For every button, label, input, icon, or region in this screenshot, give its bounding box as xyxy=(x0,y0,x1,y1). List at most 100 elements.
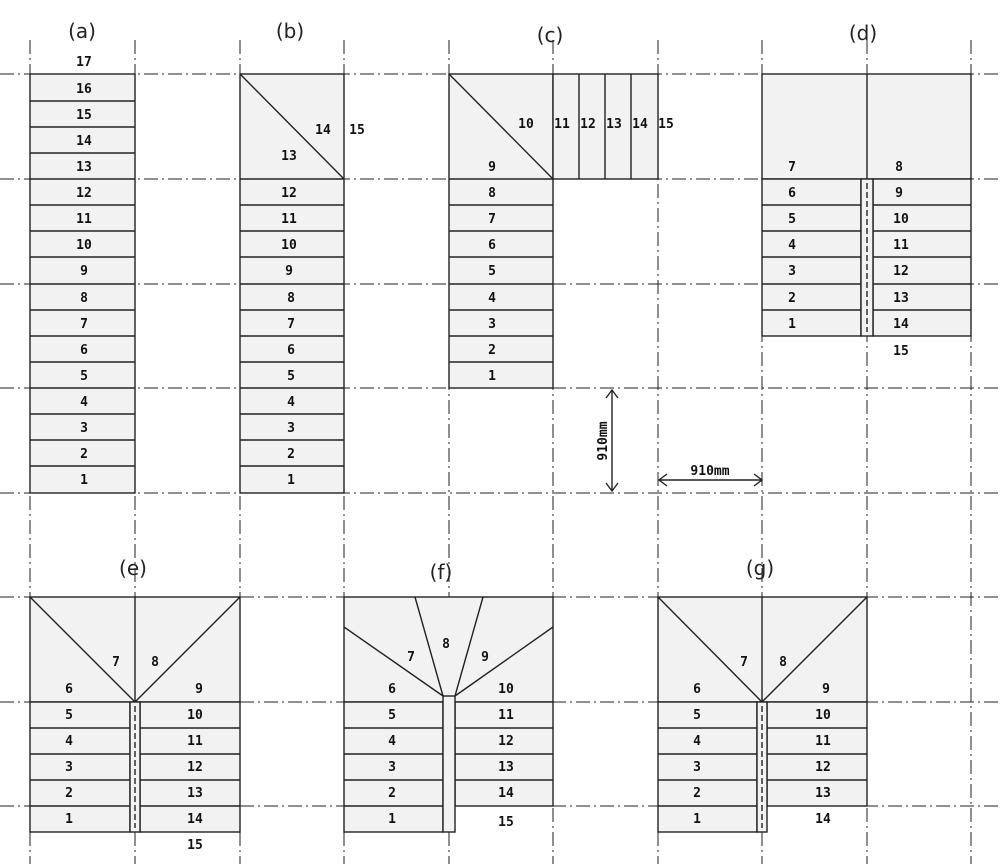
step-number: 5 xyxy=(80,369,88,384)
diagram-label-a: (a) xyxy=(68,19,96,43)
step-number: 14 xyxy=(76,134,92,149)
step-number: 2 xyxy=(65,786,73,801)
step-number: 1 xyxy=(80,473,88,488)
step-number: 12 xyxy=(815,760,831,775)
step-number: 7 xyxy=(287,317,295,332)
step-number: 6 xyxy=(287,343,295,358)
step-number: 8 xyxy=(779,655,787,670)
step-number: 10 xyxy=(893,212,909,227)
step-number: 5 xyxy=(788,212,796,227)
step-number: 3 xyxy=(693,760,701,775)
step-number: 9 xyxy=(895,186,903,201)
step-number: 10 xyxy=(498,682,514,697)
stair-f: (f) 1 2 3 4 5 6 7 8 9 10 11 12 13 14 15 xyxy=(343,560,554,833)
step-number: 13 xyxy=(498,760,514,775)
step-number: 1 xyxy=(287,473,295,488)
step-number: 4 xyxy=(388,734,396,749)
step-number: 9 xyxy=(488,160,496,175)
step-number: 2 xyxy=(388,786,396,801)
step-number: 7 xyxy=(788,160,796,175)
step-number: 2 xyxy=(693,786,701,801)
step-number: 2 xyxy=(488,343,496,358)
step-number: 10 xyxy=(281,238,297,253)
step-number: 3 xyxy=(488,317,496,332)
step-number: 15 xyxy=(658,117,674,132)
step-number: 5 xyxy=(693,708,701,723)
step-number: 5 xyxy=(488,264,496,279)
diagram-label-g: (g) xyxy=(746,556,774,580)
dimension-vertical-label: 910mm xyxy=(596,421,611,460)
step-number: 6 xyxy=(80,343,88,358)
step-number: 14 xyxy=(632,117,648,132)
step-number: 8 xyxy=(442,637,450,652)
step-number: 11 xyxy=(893,238,909,253)
step-number: 4 xyxy=(287,395,295,410)
step-number: 12 xyxy=(893,264,909,279)
step-number: 9 xyxy=(80,264,88,279)
step-number: 4 xyxy=(693,734,701,749)
step-number: 8 xyxy=(151,655,159,670)
step-number: 8 xyxy=(895,160,903,175)
step-number: 4 xyxy=(65,734,73,749)
step-number: 5 xyxy=(388,708,396,723)
step-number: 3 xyxy=(388,760,396,775)
step-number: 6 xyxy=(488,238,496,253)
step-number: 1 xyxy=(388,812,396,827)
step-number: 12 xyxy=(498,734,514,749)
step-number: 11 xyxy=(281,212,297,227)
step-number: 17 xyxy=(76,55,92,70)
step-number: 14 xyxy=(498,786,514,801)
step-number: 12 xyxy=(187,760,203,775)
step-number: 15 xyxy=(893,344,909,359)
step-number: 16 xyxy=(76,82,92,97)
step-number: 13 xyxy=(893,291,909,306)
step-number: 6 xyxy=(65,682,73,697)
step-number: 6 xyxy=(693,682,701,697)
stair-e: (e) 1 2 3 4 5 6 7 8 9 10 11 12 13 14 15 xyxy=(29,556,241,853)
step-number: 2 xyxy=(287,447,295,462)
step-number: 9 xyxy=(822,682,830,697)
step-number: 7 xyxy=(740,655,748,670)
step-number: 9 xyxy=(285,264,293,279)
step-number: 4 xyxy=(80,395,88,410)
stair-g: (g) 1 2 3 4 5 6 7 8 9 10 11 12 13 14 xyxy=(657,556,868,833)
step-number: 7 xyxy=(407,650,415,665)
step-number: 5 xyxy=(65,708,73,723)
step-number: 1 xyxy=(693,812,701,827)
step-number: 11 xyxy=(76,212,92,227)
step-number: 1 xyxy=(488,369,496,384)
stair-b: (b) 1 2 3 4 5 6 7 8 9 10 11 12 13 14 15 xyxy=(239,19,365,494)
step-number: 7 xyxy=(488,212,496,227)
step-number: 4 xyxy=(488,291,496,306)
step-number: 7 xyxy=(80,317,88,332)
step-number: 12 xyxy=(76,186,92,201)
diagram-label-c: (c) xyxy=(537,23,564,47)
step-number: 8 xyxy=(287,291,295,306)
step-number: 13 xyxy=(606,117,622,132)
step-number: 11 xyxy=(815,734,831,749)
step-number: 3 xyxy=(65,760,73,775)
step-number: 12 xyxy=(580,117,596,132)
step-number: 15 xyxy=(498,815,514,830)
step-number: 15 xyxy=(187,838,203,853)
stair-a: (a) 1 2 3 4 5 6 7 8 9 10 11 12 13 14 15 … xyxy=(29,19,136,494)
step-number: 13 xyxy=(281,149,297,164)
step-number: 11 xyxy=(554,117,570,132)
step-number: 1 xyxy=(65,812,73,827)
step-number: 7 xyxy=(112,655,120,670)
step-number: 10 xyxy=(76,238,92,253)
step-number: 8 xyxy=(80,291,88,306)
step-number: 12 xyxy=(281,186,297,201)
step-number: 9 xyxy=(195,682,203,697)
step-number: 8 xyxy=(488,186,496,201)
step-number: 4 xyxy=(788,238,796,253)
step-number: 14 xyxy=(893,317,909,332)
step-number: 1 xyxy=(788,317,796,332)
dimension-horizontal-label: 910mm xyxy=(690,464,729,479)
step-number: 6 xyxy=(388,682,396,697)
diagram-label-b: (b) xyxy=(276,19,304,43)
step-number: 15 xyxy=(76,108,92,123)
step-number: 10 xyxy=(187,708,203,723)
